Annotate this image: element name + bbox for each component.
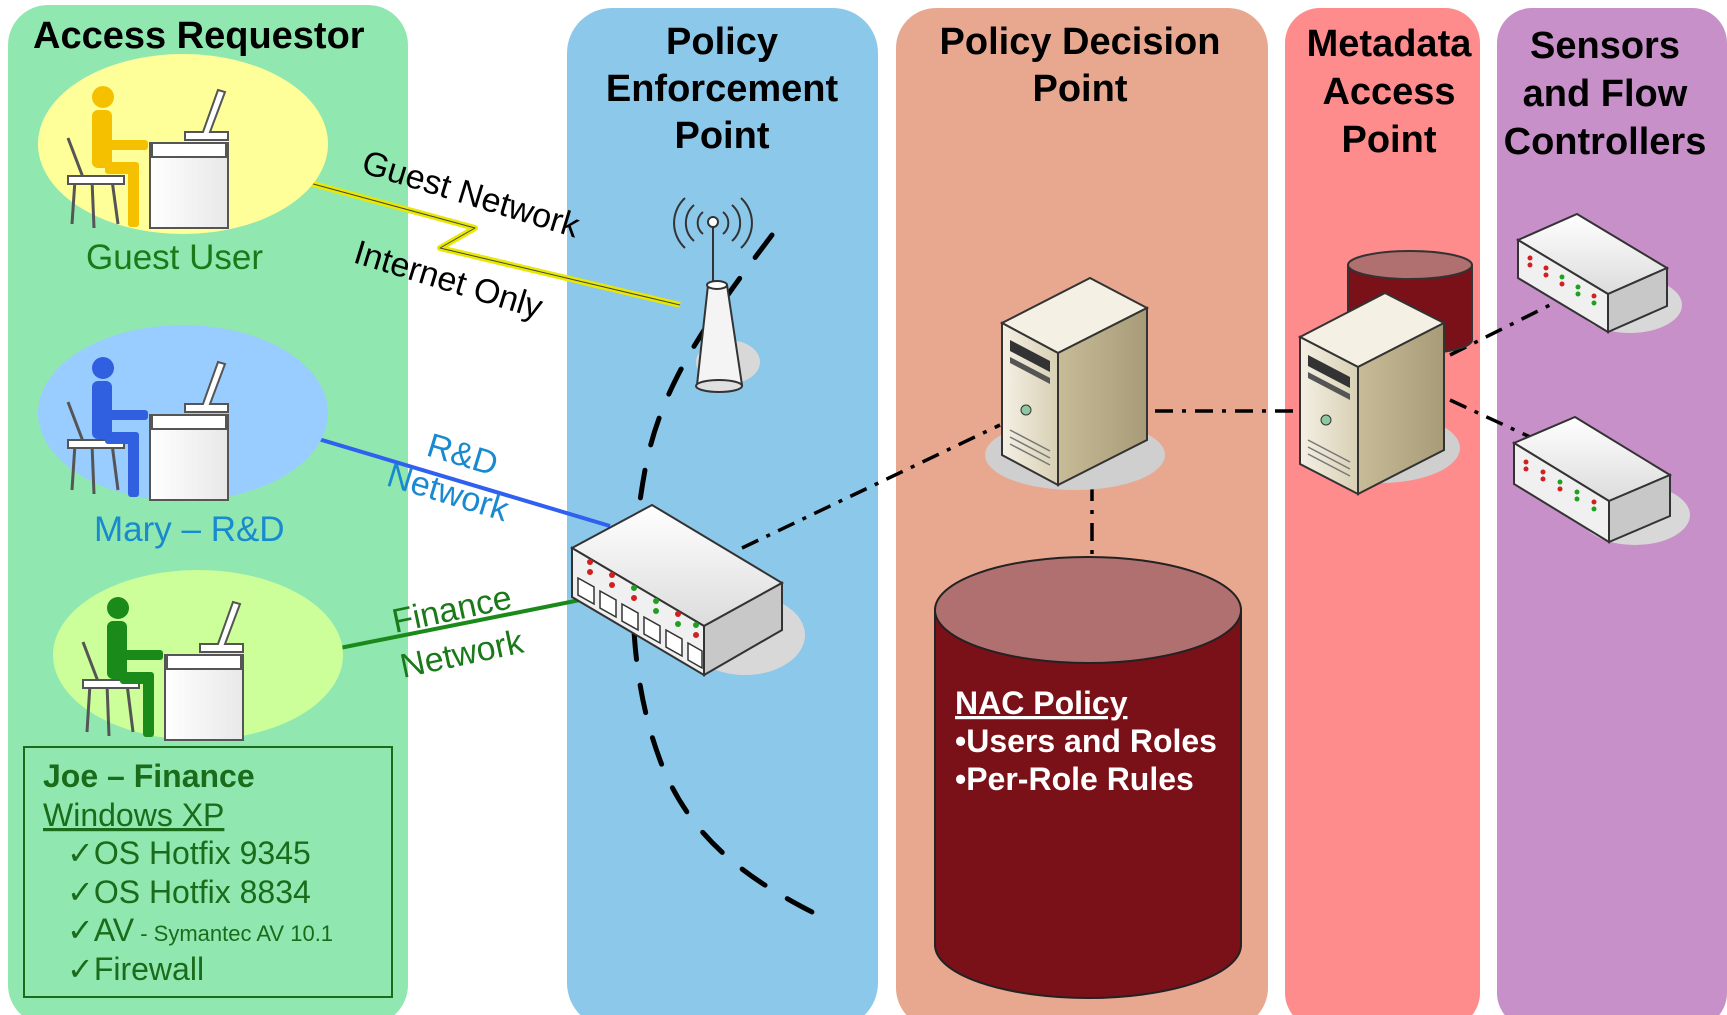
ap-antenna-tip [707, 216, 719, 228]
ap-signal-icon [673, 197, 753, 249]
map-to-sensor-2-link [1449, 398, 1531, 439]
joe-check-hotfix-8834: ✓OS Hotfix 8834 [67, 874, 311, 910]
pdp-server-drive-2 [1010, 357, 1050, 384]
map-server-power [1320, 414, 1332, 426]
nac-policy-title: NAC Policy [955, 685, 1128, 721]
joe-os-label: Windows XP [43, 797, 224, 833]
mary-desk-top [151, 414, 227, 430]
nac-item-per-role-rules: •Per-Role Rules [955, 761, 1194, 797]
sensor-2-side [1608, 473, 1671, 544]
metadata-access-server-icon [1297, 291, 1460, 496]
mary-workstation: Mary – R&D [38, 325, 328, 549]
map-title-line-3: Point [1342, 119, 1437, 161]
joe-check-av-main: ✓AV [67, 912, 135, 948]
pdp-server-vents [1009, 429, 1051, 466]
map-title-line-1: Metadata [1307, 23, 1473, 65]
joe-check-av-detail: - Symantec AV 10.1 [134, 921, 333, 946]
access-requestor-title: Access Requestor [33, 15, 365, 57]
guest-laptop-icon [184, 88, 229, 141]
joe-desk-top [166, 654, 242, 670]
sensors-title-line-2: and Flow [1523, 73, 1688, 115]
guest-chair-seat [67, 175, 125, 185]
joe-check-firewall: ✓Firewall [67, 951, 204, 987]
nac-db-body [934, 609, 1242, 999]
nac-policy-database-icon: NAC Policy •Users and Roles •Per-Role Ru… [934, 556, 1242, 999]
map-server-vents [1307, 439, 1351, 477]
joe-check-av: ✓AV - Symantec AV 10.1 [67, 912, 333, 948]
joe-workstation [53, 570, 343, 741]
map-title-line-2: Access [1322, 71, 1455, 113]
sensor-switch-1-icon [1515, 212, 1682, 334]
pdp-server-power [1020, 404, 1032, 416]
map-server-drive-2 [1308, 372, 1350, 400]
joe-finance-title: Joe – Finance [43, 758, 255, 794]
pep-title-line-3: Point [675, 115, 770, 157]
joe-check-hotfix-9345: ✓OS Hotfix 9345 [67, 835, 311, 871]
policy-enforcement-column [567, 8, 878, 1015]
sensor-1-leds [1527, 255, 1597, 306]
pdp-server-drive [1010, 340, 1050, 372]
joe-laptop-icon [199, 600, 244, 653]
joe-finance-box: Joe – Finance Windows XP ✓OS Hotfix 9345… [23, 746, 393, 998]
ap-top [706, 280, 728, 290]
guest-desk-top [151, 142, 227, 158]
pdp-title-line-1: Policy Decision [940, 21, 1221, 63]
map-server-drive [1308, 355, 1350, 388]
mary-laptop-icon [184, 360, 229, 413]
wireless-boundary-arc [630, 232, 815, 915]
guest-network-link-outline [224, 159, 681, 306]
nac-db-top [934, 556, 1242, 664]
guest-user-label: Guest User [86, 238, 263, 277]
sensor-1-side [1607, 266, 1668, 334]
guest-user-workstation: Guest User [38, 54, 328, 277]
sensors-title-line-3: Controllers [1504, 121, 1707, 163]
sensors-title-line-1: Sensors [1530, 25, 1680, 67]
mary-person-icon [92, 357, 148, 497]
sensor-2-leds [1523, 459, 1597, 512]
mary-label: Mary – R&D [94, 510, 285, 549]
map-db-top [1347, 250, 1473, 280]
switch-ports [577, 576, 703, 670]
switch-side [703, 581, 783, 677]
pep-title-line-1: Policy [666, 21, 778, 63]
guest-person-icon [92, 86, 148, 227]
wireless-access-point-icon [673, 197, 760, 393]
pdp-title-line-2: Point [1033, 68, 1128, 110]
pep-title-line-2: Enforcement [606, 68, 839, 110]
policy-decision-server-icon [985, 276, 1165, 490]
sensor-switch-2-icon [1511, 415, 1690, 545]
ap-base [695, 379, 743, 393]
switch-leds [587, 559, 699, 638]
switch-to-pdp-link [741, 423, 1001, 550]
nac-item-users-roles: •Users and Roles [955, 723, 1217, 759]
network-switch-icon [569, 503, 805, 677]
joe-person-icon [107, 597, 163, 737]
joe-finance-box-frame [23, 746, 393, 998]
